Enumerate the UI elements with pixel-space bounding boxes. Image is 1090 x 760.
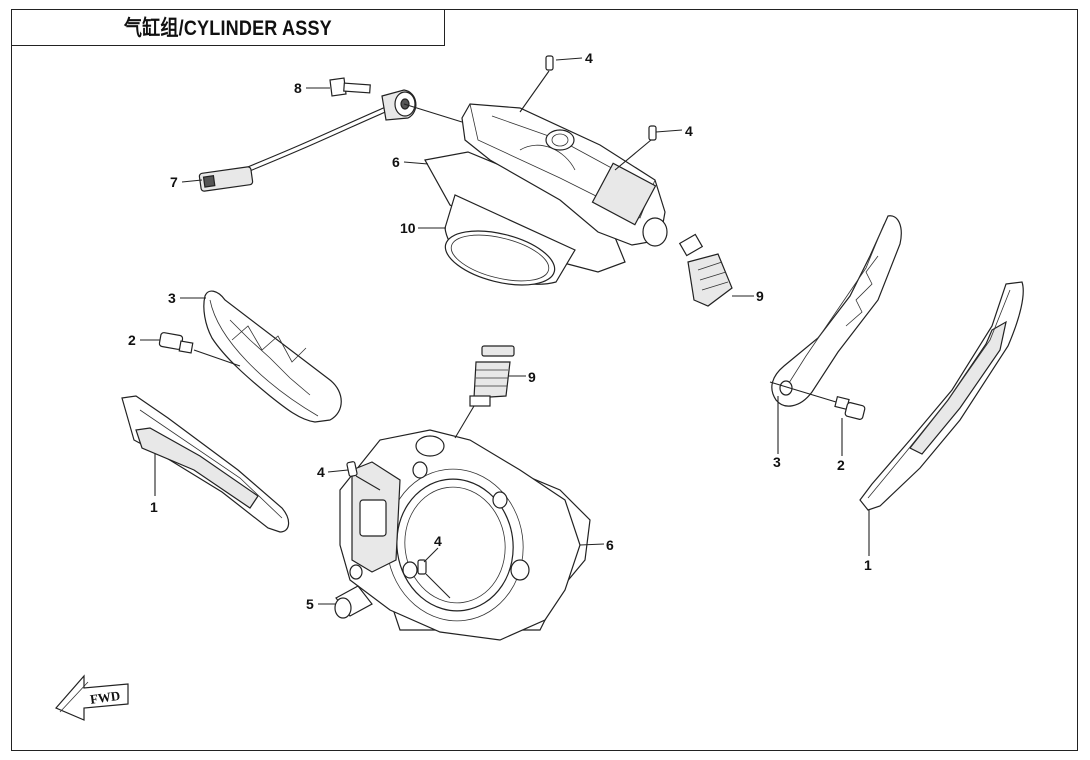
callout-8: 8 <box>294 80 302 96</box>
callout-6-lower: 6 <box>606 537 614 553</box>
callout-labels: 1 1 2 2 3 3 4 4 4 4 5 6 6 7 8 9 9 10 <box>128 50 872 612</box>
dowel-pin-lower <box>346 461 358 477</box>
callout-9-top: 9 <box>756 288 764 304</box>
callout-9-lower: 9 <box>528 369 536 385</box>
chain-tensioner-lower <box>469 345 515 407</box>
callout-4-bore: 4 <box>434 533 442 549</box>
forward-direction-arrow: FWD <box>55 674 129 721</box>
coolant-outlet-fitting <box>334 585 373 619</box>
sensor-bolt <box>329 77 371 97</box>
leader-lines <box>140 57 870 605</box>
callout-2-right: 2 <box>837 457 845 473</box>
chain-tensioner-guide-left <box>203 290 342 423</box>
callout-3-right: 3 <box>773 454 781 470</box>
callout-4-lower: 4 <box>317 464 325 480</box>
dowel-pin-bore <box>417 559 427 575</box>
dowel-pin-top-2 <box>648 125 657 141</box>
callout-3-left: 3 <box>168 290 176 306</box>
callout-1-left: 1 <box>150 499 158 515</box>
guide-bolt-left <box>158 332 194 354</box>
callout-2-left: 2 <box>128 332 136 348</box>
lower-cylinder-assembly <box>334 429 591 641</box>
drawing-frame <box>11 9 1078 751</box>
knock-sensor <box>198 89 417 192</box>
page-title: 气缸组/CYLINDER ASSY <box>123 17 332 40</box>
upper-cylinder-assembly <box>424 103 668 286</box>
title-block: 气缸组/CYLINDER ASSY <box>11 9 445 46</box>
callout-4-top-2: 4 <box>685 123 693 139</box>
chain-tensioner-upper <box>678 233 733 307</box>
chain-guide-left <box>121 395 290 533</box>
cylinder-bore <box>396 478 514 612</box>
callout-7: 7 <box>170 174 178 190</box>
callout-10: 10 <box>400 220 416 236</box>
cylinder-liner-sleeve <box>444 194 576 286</box>
guide-bolt-right <box>834 395 866 420</box>
chain-guide-right <box>859 281 1024 511</box>
callout-6-top: 6 <box>392 154 400 170</box>
callout-4-top: 4 <box>585 50 593 66</box>
callout-1-right: 1 <box>864 557 872 573</box>
chain-tensioner-guide-right <box>771 215 902 407</box>
fwd-label: FWD <box>89 688 121 707</box>
callout-5: 5 <box>306 596 314 612</box>
dowel-pin-top <box>545 55 554 71</box>
